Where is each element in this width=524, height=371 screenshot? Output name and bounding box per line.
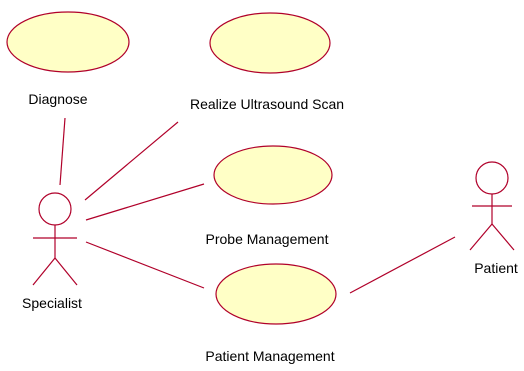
actor-specialist[interactable] [32, 192, 78, 286]
association-specialist-patient-management [85, 241, 205, 289]
actor-patient-label: Patient [474, 260, 518, 276]
actor-patient[interactable] [469, 161, 515, 251]
association-specialist-probe-management [85, 183, 205, 221]
use-case-patient-management-label: Patient Management [205, 348, 334, 364]
use-case-probe-management[interactable] [213, 145, 333, 205]
specialist-head-icon [38, 192, 72, 226]
use-case-patient-management[interactable] [215, 263, 337, 325]
actor-specialist-label: Specialist [22, 295, 82, 311]
use-case-realize-ultrasound-scan[interactable] [209, 12, 331, 74]
association-specialist-ultrasound-scan [84, 121, 179, 201]
patient-left-leg [469, 223, 493, 251]
use-case-diagnose-label: Diagnose [28, 91, 87, 107]
patient-right-leg [491, 223, 515, 251]
association-specialist-diagnose [59, 117, 66, 186]
association-patient-patient-management [349, 236, 456, 294]
use-case-realize-ultrasound-scan-label: Realize Ultrasound Scan [190, 96, 344, 112]
specialist-right-leg [54, 257, 78, 286]
specialist-left-leg [32, 257, 56, 286]
use-case-probe-management-label: Probe Management [206, 231, 329, 247]
patient-head-icon [475, 161, 509, 195]
use-case-diagnose[interactable] [6, 11, 130, 73]
